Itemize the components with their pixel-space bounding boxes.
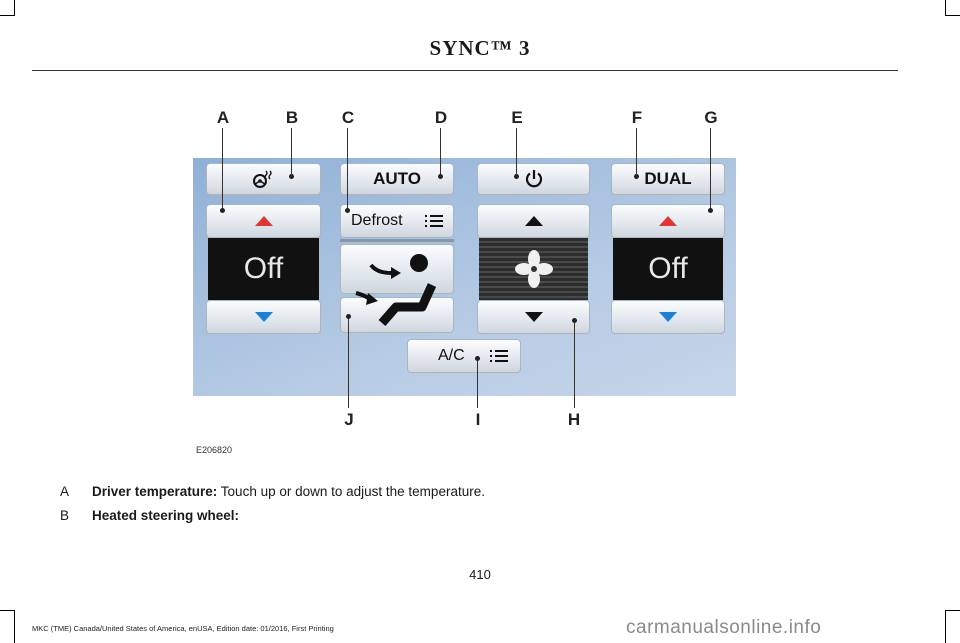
- item-letter: A: [60, 484, 70, 499]
- watermark: carmanualsonline.info: [626, 617, 822, 638]
- crop-mark: [945, 610, 946, 643]
- heated-steering-wheel-icon: [252, 170, 272, 188]
- leader-line-d: [440, 128, 441, 176]
- item-label: Driver temperature:: [92, 484, 218, 499]
- item-text: Driver temperature: Touch up or down to …: [92, 484, 485, 499]
- leader-line-j: [348, 316, 349, 408]
- crop-mark: [14, 0, 15, 16]
- arrow-down-icon: [254, 312, 273, 322]
- fan-speed-display: [479, 238, 588, 300]
- passenger-temp-up-button[interactable]: [611, 204, 725, 238]
- power-icon: [525, 170, 542, 188]
- leader-dot-h: [572, 318, 577, 323]
- auto-button[interactable]: AUTO: [340, 163, 454, 195]
- arrow-up-icon: [524, 216, 543, 226]
- airflow-face-button[interactable]: [340, 244, 454, 294]
- list-icon: [490, 350, 508, 362]
- callout-d: D: [434, 108, 448, 127]
- crop-mark: [945, 610, 960, 611]
- item-label: Heated steering wheel:: [92, 508, 240, 523]
- leader-line-a: [222, 128, 223, 210]
- callout-h: H: [567, 410, 581, 429]
- leader-line-e: [516, 128, 517, 176]
- defrost-button[interactable]: Defrost: [340, 204, 454, 238]
- fan-speed-down-button[interactable]: [477, 300, 590, 334]
- ac-label: A/C: [438, 347, 465, 364]
- figure-id: E206820: [196, 445, 233, 455]
- header-rule: [32, 70, 898, 71]
- leader-dot-a: [220, 208, 225, 213]
- callout-j: J: [344, 410, 354, 429]
- airflow-feet-button[interactable]: [340, 283, 454, 333]
- crop-mark: [0, 15, 15, 16]
- driver-temp-up-button[interactable]: [206, 204, 321, 238]
- arrow-up-icon: [254, 216, 273, 226]
- fan-icon: [514, 250, 553, 288]
- arrow-down-icon: [659, 312, 677, 322]
- callout-e: E: [511, 108, 523, 127]
- ac-button[interactable]: A/C: [407, 339, 521, 373]
- defrost-label: Defrost: [351, 212, 403, 229]
- leader-dot-c: [345, 208, 350, 213]
- list-icon: [425, 215, 443, 227]
- crop-mark: [945, 0, 946, 16]
- heated-steering-wheel-button[interactable]: [206, 163, 321, 195]
- driver-temp-display: Off: [208, 238, 319, 300]
- leader-line-b: [291, 128, 292, 176]
- page-header-title: SYNC™ 3: [429, 36, 531, 60]
- passenger-temp-display: Off: [613, 238, 723, 300]
- item-description: Touch up or down to adjust the temperatu…: [217, 484, 485, 499]
- page-number: 410: [469, 567, 491, 582]
- item-letter: B: [60, 508, 70, 523]
- leader-dot-j: [346, 314, 351, 319]
- leader-line-c: [347, 128, 348, 210]
- power-button[interactable]: [477, 163, 590, 195]
- driver-temp-down-button[interactable]: [206, 300, 321, 334]
- leader-line-g: [710, 128, 711, 210]
- leader-line-i: [477, 358, 478, 408]
- crop-mark: [14, 610, 15, 643]
- arrow-up-icon: [659, 216, 677, 226]
- leader-dot-e: [514, 174, 519, 179]
- airflow-face-icon: [369, 254, 428, 279]
- crop-mark: [0, 610, 15, 611]
- leader-line-f: [636, 128, 637, 176]
- arrow-down-icon: [524, 312, 543, 322]
- callout-i: I: [475, 410, 481, 429]
- leader-dot-i: [475, 356, 480, 361]
- leader-dot-f: [634, 174, 639, 179]
- climate-control-figure: Off AUTO Defrost: [193, 158, 736, 396]
- leader-dot-g: [708, 208, 713, 213]
- airflow-feet-icon: [355, 283, 437, 326]
- item-text: Heated steering wheel:: [92, 508, 239, 523]
- callout-f: F: [631, 108, 643, 127]
- page-footer: MKC (TME) Canada/United States of Americ…: [32, 624, 334, 633]
- crop-mark: [945, 15, 960, 16]
- divider: [340, 239, 454, 242]
- callout-c: C: [341, 108, 355, 127]
- callout-a: A: [216, 108, 230, 127]
- leader-line-h: [574, 320, 575, 408]
- leader-dot-d: [438, 174, 443, 179]
- callout-g: G: [704, 108, 718, 127]
- passenger-temp-down-button[interactable]: [611, 300, 725, 334]
- fan-speed-up-button[interactable]: [477, 204, 590, 238]
- leader-dot-b: [289, 174, 294, 179]
- callout-b: B: [285, 108, 299, 127]
- dual-button[interactable]: DUAL: [611, 163, 725, 195]
